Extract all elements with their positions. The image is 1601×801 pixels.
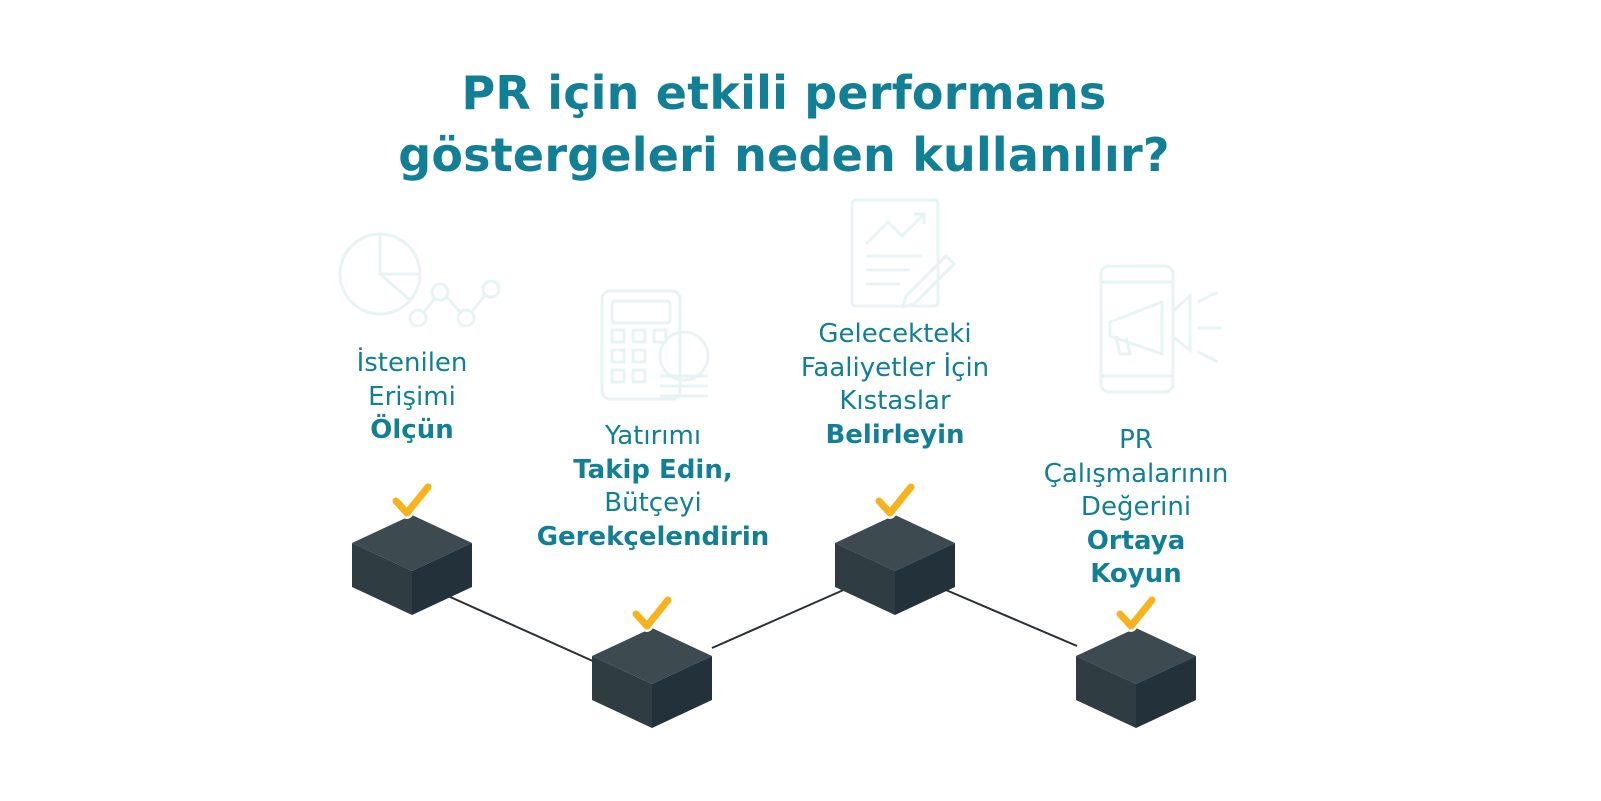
step-label-2: Yatırımı Takip Edin, Bütçeyi Gerekçelend… [503, 420, 803, 554]
connector-line-2 [711, 587, 849, 649]
phone-megaphone-icon [1099, 264, 1222, 394]
step-4-line-2: Çalışmalarının [1043, 458, 1229, 489]
page-title: PR için etkili performans göstergeleri n… [0, 62, 1568, 186]
step-3-line-2: Faaliyetler İçin [800, 352, 990, 383]
step-2-line-1: Yatırımı [604, 421, 702, 451]
step-3-line-1: Gelecekteki [818, 319, 972, 349]
pie-chart-network-icon [338, 232, 501, 328]
cube-step-4 [1076, 594, 1196, 728]
step-1-line-3: Ölçün [370, 415, 454, 445]
step-4-line-5: Koyun [1090, 559, 1182, 589]
step-4-line-4: Ortaya [1086, 525, 1186, 556]
cube-step-1 [352, 481, 472, 615]
step-label-4: PR Çalışmalarının Değerini Ortaya Koyun [986, 424, 1286, 592]
step-4-line-1: PR [1119, 425, 1153, 455]
step-2-line-4: Gerekçelendirin [536, 521, 770, 552]
connector-line-3 [945, 589, 1078, 647]
step-label-3: Gelecekteki Faaliyetler İçin Kıstaslar B… [745, 318, 1045, 452]
connector-line-1 [447, 595, 596, 663]
step-1-line-2: Erişimi [368, 381, 456, 412]
cube-step-2 [592, 594, 712, 728]
step-2-line-3: Bütçeyi [604, 488, 702, 518]
calculator-coins-icon [600, 289, 710, 401]
step-2-line-2: Takip Edin, [573, 454, 733, 485]
step-label-1: İstenilen Erişimi Ölçün [262, 347, 562, 448]
title-line-1: PR için etkili performans [461, 66, 1107, 120]
step-4-line-3: Değerini [1080, 492, 1192, 522]
step-3-line-3: Kıstaslar [839, 386, 951, 416]
step-1-line-1: İstenilen [356, 348, 468, 378]
report-chart-pencil-icon [850, 198, 957, 310]
connector-lines [447, 587, 1078, 663]
cube-step-3 [835, 481, 955, 615]
title-line-2: göstergeleri neden kullanılır? [398, 128, 1170, 182]
step-3-line-4: Belirleyin [825, 419, 965, 450]
